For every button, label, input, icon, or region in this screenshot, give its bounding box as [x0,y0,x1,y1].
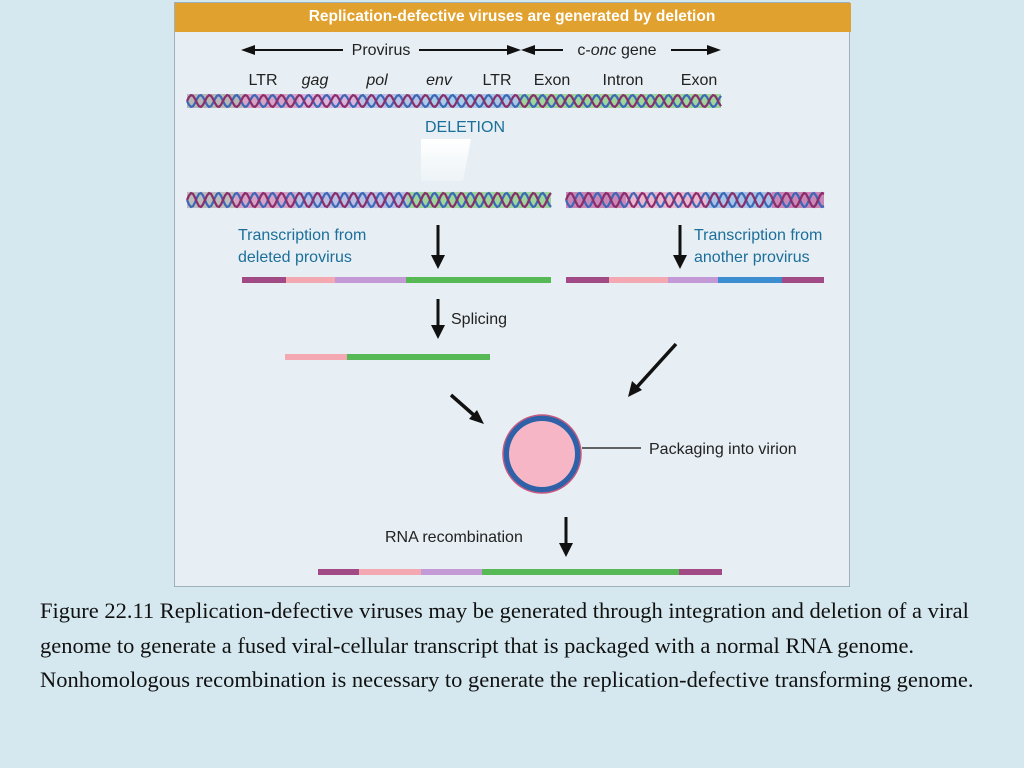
packaging-arrow-right [635,342,678,389]
another-provirus-helix [564,191,825,209]
gag-label: gag [302,72,329,89]
deleted-provirus-transcript [242,277,551,283]
exon-2-label: Exon [681,72,717,89]
deletion-fan [421,139,471,181]
conc-span-arrow [521,45,721,55]
figure-title: Replication-defective viruses are genera… [175,3,849,32]
ltr-left-label: LTR [248,72,277,89]
virion [502,414,582,494]
transcription-another-label-line2: another provirus [694,249,810,266]
packaging-label: Packaging into virion [649,441,797,458]
packaging-arrow-left [449,393,478,419]
provirus-dna-helix [186,93,722,109]
deletion-label: DELETION [425,119,505,136]
intron-label: Intron [603,72,644,89]
figure-panel: Provirus c-onc gene LTR gag pol env LTR … [174,2,851,587]
deleted-provirus-helix [185,191,552,209]
transcription-deleted-label-line1: Transcription from [238,227,366,244]
provirus-span-arrow [241,45,521,55]
rna-recombination-label: RNA recombination [385,529,523,546]
recombined-transcript [318,569,722,575]
another-provirus-transcript [566,277,824,283]
figure-caption: Figure 22.11 Replication-defective virus… [40,598,974,692]
conc-gene-label: c-onc gene [577,42,656,59]
transcription-deleted-label-line2: deleted provirus [238,249,352,266]
transcription-another-label-line1: Transcription from [694,227,822,244]
pol-label: pol [365,72,388,89]
provirus-label: Provirus [352,42,411,59]
exon-1-label: Exon [534,72,570,89]
env-label: env [426,72,453,89]
figure-diagram: Provirus c-onc gene LTR gag pol env LTR … [175,3,851,575]
ltr-right-label: LTR [482,72,511,89]
splicing-label: Splicing [451,311,507,328]
spliced-transcript [285,354,490,360]
